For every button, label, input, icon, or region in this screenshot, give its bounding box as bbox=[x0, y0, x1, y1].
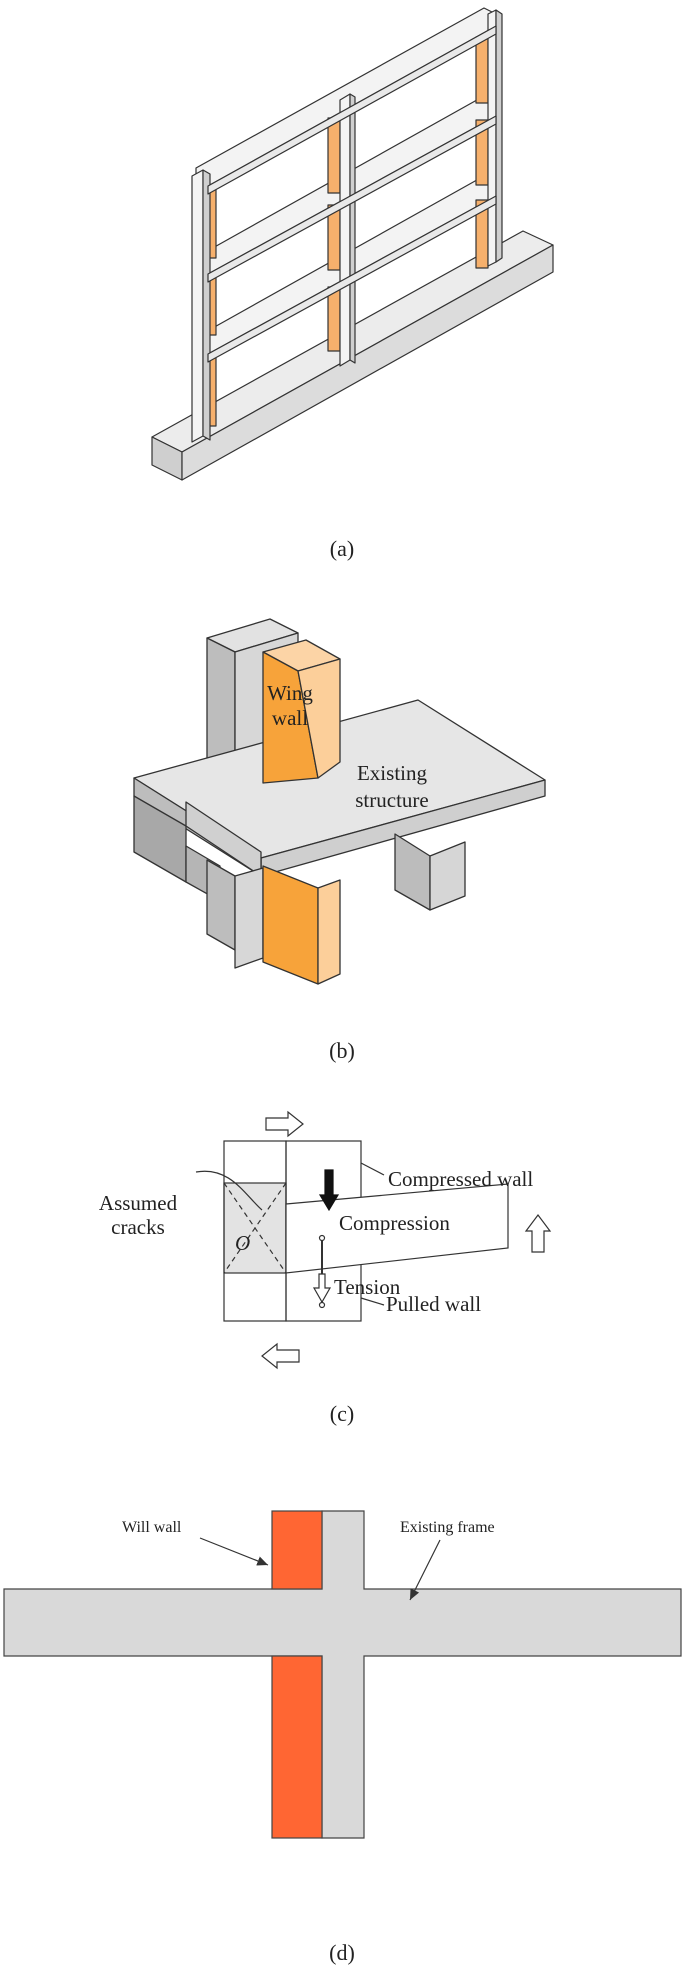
label-pulled-wall: Pulled wall bbox=[386, 1292, 481, 1316]
wing-wall-mid-3 bbox=[327, 286, 341, 352]
frame-beam-fronts bbox=[207, 25, 497, 363]
will-wall-upper bbox=[271, 1510, 323, 1590]
caption-c: (c) bbox=[330, 1401, 354, 1426]
will-wall-leader bbox=[199, 1537, 269, 1566]
lower-column bbox=[206, 859, 264, 969]
caption-d: (d) bbox=[329, 1940, 355, 1965]
arrow-bottom bbox=[261, 1342, 300, 1370]
panel-d bbox=[3, 1510, 682, 1839]
assumed-leader bbox=[195, 1170, 263, 1211]
panel-a bbox=[151, 7, 554, 481]
label-wing: Wing bbox=[267, 681, 313, 705]
label-existing: Existing bbox=[357, 761, 428, 785]
label-assumed: Assumed bbox=[99, 1191, 178, 1215]
tension-arrow bbox=[312, 1273, 332, 1304]
arrow-top bbox=[265, 1110, 304, 1138]
down-beam bbox=[133, 795, 466, 911]
lower-wing-wall bbox=[262, 865, 341, 985]
label-compression: Compression bbox=[339, 1211, 450, 1235]
upper-wing-wall bbox=[262, 639, 341, 784]
panel-c bbox=[195, 1110, 552, 1370]
label-compressed-wall: Compressed wall bbox=[388, 1167, 533, 1191]
wing-wall-right-1 bbox=[475, 36, 489, 104]
crack-2 bbox=[223, 1182, 287, 1274]
existing-frame-plan bbox=[3, 1510, 682, 1839]
panel-b bbox=[133, 618, 546, 985]
will-wall-lower bbox=[271, 1655, 323, 1839]
arrow-right-up bbox=[524, 1214, 552, 1253]
label-cracks: cracks bbox=[111, 1215, 165, 1239]
beam bbox=[285, 1183, 509, 1274]
caption-b: (b) bbox=[329, 1038, 355, 1063]
label-center-O: O bbox=[235, 1231, 250, 1255]
compression-arrow bbox=[318, 1169, 340, 1212]
label-tension: Tension bbox=[334, 1275, 401, 1299]
wing-wall-mid-1 bbox=[327, 117, 341, 194]
label-wall: wall bbox=[272, 706, 308, 730]
frame-leader bbox=[409, 1539, 441, 1601]
pulled-leader bbox=[360, 1297, 385, 1306]
caption-a: (a) bbox=[330, 536, 354, 561]
compressed-leader bbox=[360, 1162, 385, 1176]
label-will-wall: Will wall bbox=[122, 1519, 182, 1536]
label-existing-frame: Existing frame bbox=[400, 1519, 495, 1536]
label-structure: structure bbox=[355, 788, 428, 812]
